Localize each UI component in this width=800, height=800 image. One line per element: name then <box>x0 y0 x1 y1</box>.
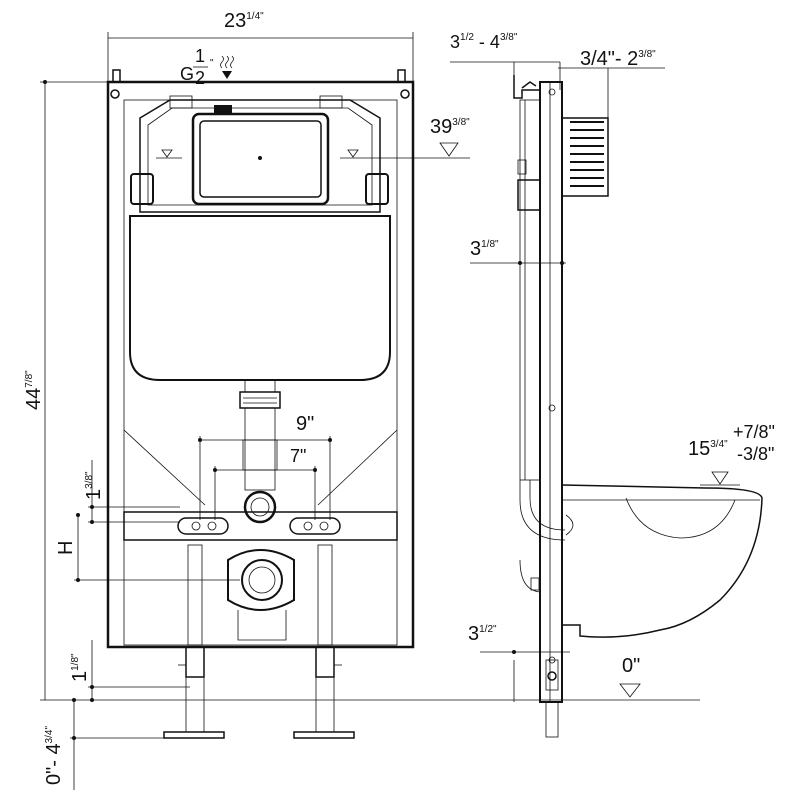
svg-text:2: 2 <box>195 68 205 88</box>
button-spacing-outer: 9" <box>296 413 314 435</box>
floor-gap-dimension: 31/2" <box>468 623 497 645</box>
frame-depth-dimension: 31/8" <box>470 238 499 260</box>
button-spacing-inner: 7" <box>290 446 306 466</box>
offset-dimension: 13/8" <box>83 471 105 500</box>
floor-level-label: 0" <box>622 655 640 677</box>
wall-offset-dimension: 3/4"- 23/8" <box>580 48 656 70</box>
water-inlet-icon <box>220 55 234 79</box>
svg-text:-3/8": -3/8" <box>737 444 774 464</box>
seat-height-dimension: 153/4" <box>688 438 728 460</box>
width-dimension: 231/4" <box>224 10 264 32</box>
actuator-side-plate <box>570 121 604 187</box>
h-dimension: H <box>55 541 77 555</box>
level-marker-icon <box>439 142 459 157</box>
svg-text:": " <box>210 58 214 69</box>
side-view: 31/2 - 43/8" 3/4"- 23/8" <box>430 32 775 738</box>
wall-depth-dimension: 31/2 - 43/8" <box>450 32 518 52</box>
level-dimension: 393/8" <box>430 116 470 138</box>
svg-text:G: G <box>180 64 194 84</box>
height-dimension: 447/8" <box>23 370 45 410</box>
svg-text:1: 1 <box>195 46 205 66</box>
foot-dimension: 11/8" <box>69 653 91 682</box>
svg-text:+7/8": +7/8" <box>733 422 775 442</box>
front-view: 231/4" G 1 2 " <box>23 10 700 790</box>
leg-adjust-dimension: 0"- 43/4" <box>43 726 65 785</box>
